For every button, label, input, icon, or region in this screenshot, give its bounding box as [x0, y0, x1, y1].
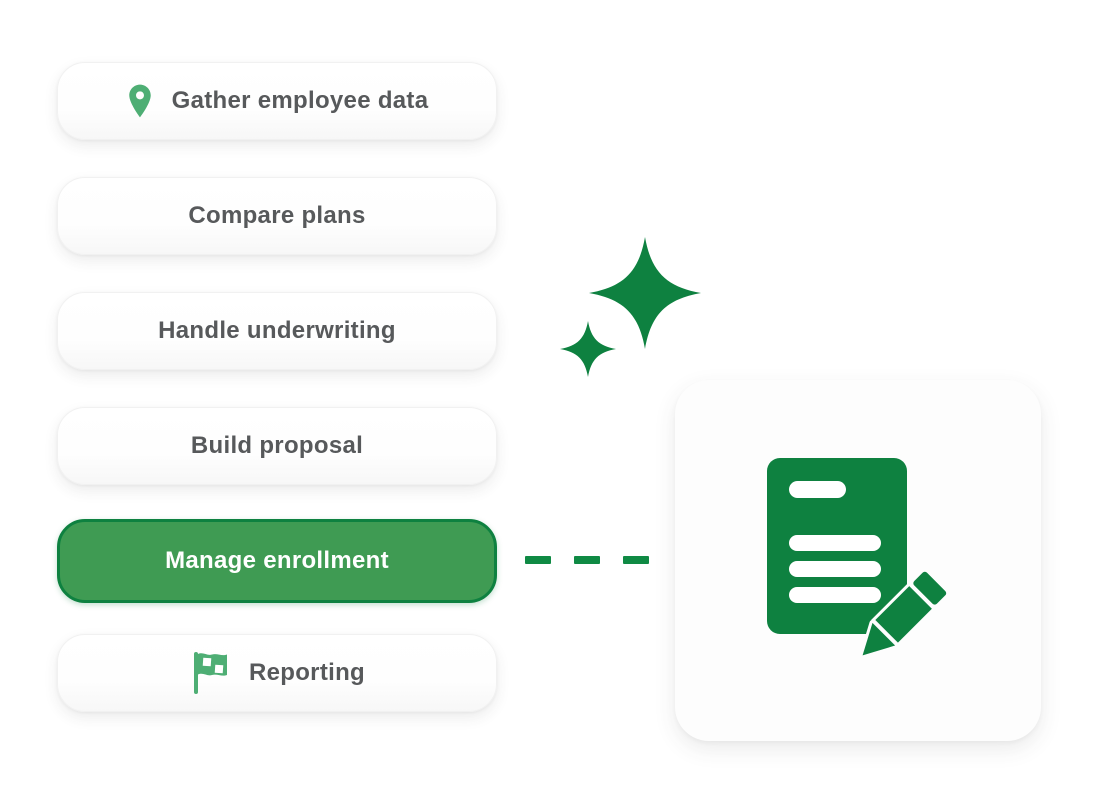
location-pin-icon — [126, 83, 154, 119]
dash-segment — [525, 556, 551, 564]
step-label: Gather employee data — [171, 87, 429, 114]
enrollment-detail-card — [675, 380, 1041, 741]
step-label: Handle underwriting — [158, 317, 396, 344]
step-compare-plans[interactable]: Compare plans — [57, 177, 497, 255]
step-reporting[interactable]: Reporting — [57, 634, 497, 712]
dash-segment — [623, 556, 649, 564]
dashed-connector-line — [525, 556, 649, 564]
dash-segment — [574, 556, 600, 564]
checkered-flag-icon — [189, 650, 231, 696]
step-manage-enrollment[interactable]: Manage enrollment — [57, 519, 497, 603]
step-label: Manage enrollment — [165, 547, 389, 574]
small-sparkle-icon — [560, 321, 616, 382]
document-edit-icon — [767, 458, 950, 659]
step-handle-underwriting[interactable]: Handle underwriting — [57, 292, 497, 370]
step-label: Reporting — [248, 659, 366, 686]
step-label: Build proposal — [190, 432, 364, 459]
step-gather-employee-data[interactable]: Gather employee data — [57, 62, 497, 140]
large-sparkle-icon — [589, 237, 701, 354]
step-label: Compare plans — [188, 202, 366, 229]
step-build-proposal[interactable]: Build proposal — [57, 407, 497, 485]
